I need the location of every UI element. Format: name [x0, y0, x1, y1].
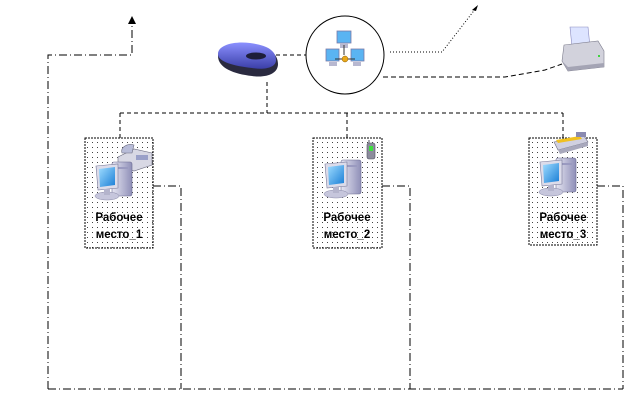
- network-hub[interactable]: [305, 15, 385, 95]
- workstation-2[interactable]: Рабочее место_2: [312, 137, 383, 249]
- workstation-label-line2: место_1: [96, 229, 143, 241]
- link-hub-external: [390, 7, 477, 53]
- link-hub-printer: [383, 63, 563, 78]
- link-loop-external: [47, 22, 133, 389]
- network-icon: [325, 30, 365, 66]
- link-ws2-loop: [382, 185, 411, 389]
- modem-icon[interactable]: [218, 42, 278, 77]
- workstation-label-line2: место_3: [540, 229, 586, 241]
- loop-lines: [47, 22, 624, 390]
- mobile-phone-icon: [366, 140, 376, 160]
- link-ws1-loop: [153, 185, 182, 389]
- link-ws3-loop: [597, 185, 624, 389]
- workstation-label-line1: Рабочее: [539, 212, 586, 224]
- computer-icon: [94, 161, 133, 201]
- workstation-label-line2: место_2: [324, 229, 370, 241]
- hub-circle: [305, 15, 385, 95]
- arrowhead-external-left: [128, 16, 136, 24]
- workstation-3[interactable]: Рабочее место_3: [528, 132, 598, 246]
- printer-icon[interactable]: [561, 26, 605, 72]
- workstation-1[interactable]: Рабочее место_1: [84, 137, 154, 249]
- computer-icon: [323, 159, 362, 199]
- computer-icon: [538, 157, 577, 197]
- workstation-label-line1: Рабочее: [95, 212, 142, 224]
- workstation-label-line1: Рабочее: [323, 212, 370, 224]
- arrowhead-external-right: [472, 5, 478, 11]
- scanner-icon: [553, 132, 589, 154]
- connection-lines: [47, 5, 624, 390]
